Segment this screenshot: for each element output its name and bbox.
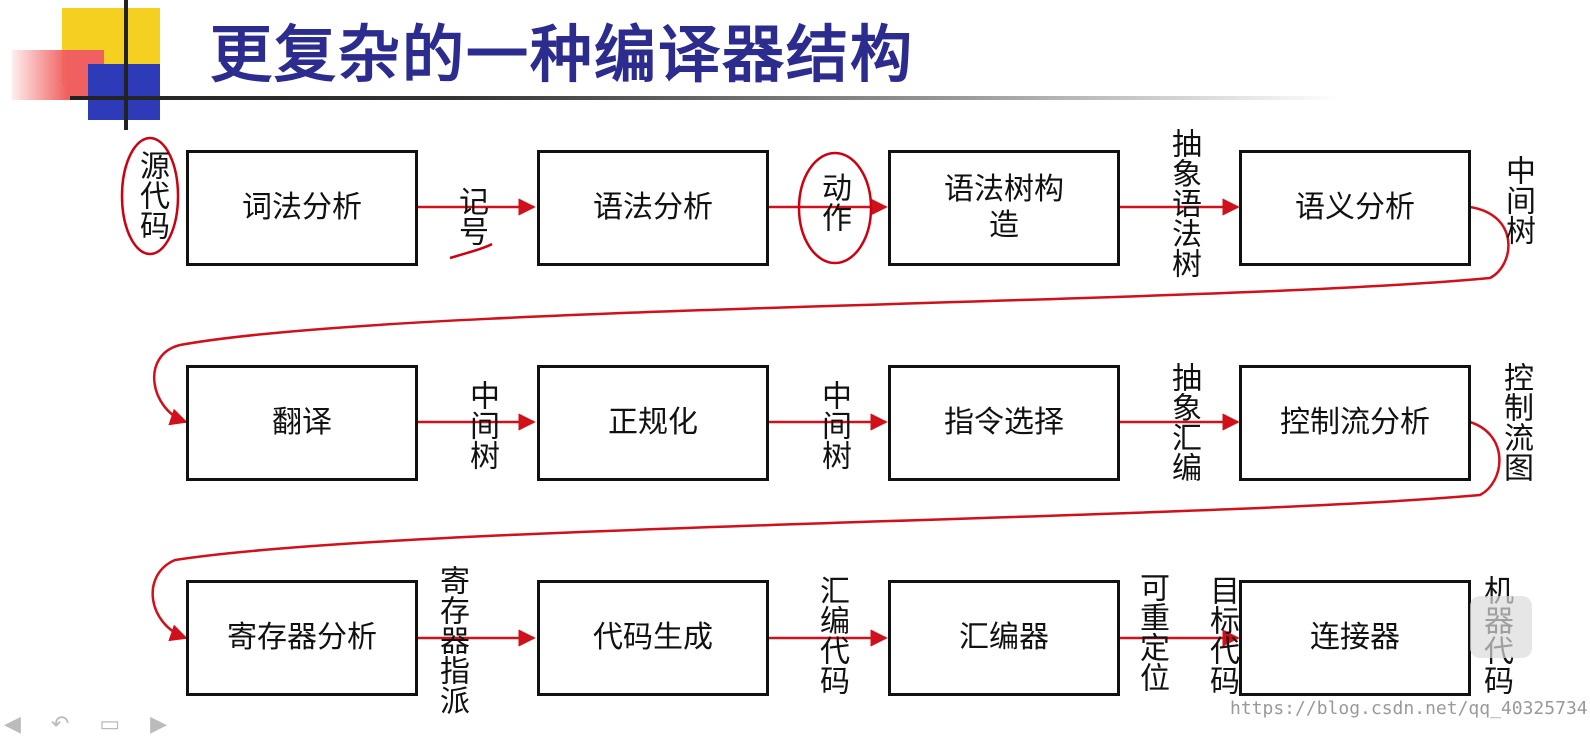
label-action: 动作 — [816, 172, 851, 232]
label-intermediate-tree-2: 中间树 — [464, 380, 499, 470]
box-register-analysis: 寄存器分析 — [186, 580, 418, 696]
label-control-flow-graph: 控制流图 — [1498, 362, 1533, 482]
box-syntax-analysis: 语法分析 — [537, 150, 769, 266]
annotation-circle-source — [120, 136, 180, 256]
label-register-assignment: 寄存器指派 — [434, 565, 469, 715]
slide-nav: ◀ ↶ ▭ ▶ — [4, 712, 224, 738]
label-abstract-assembly: 抽象汇编 — [1166, 362, 1201, 482]
label-relocatable: 可重定位 — [1134, 572, 1169, 692]
title-underline — [70, 96, 1340, 100]
watermark: https://blog.csdn.net/qq_40325734 — [1230, 698, 1588, 719]
box-code-generation: 代码生成 — [537, 580, 769, 696]
label-intermediate-tree-1: 中间树 — [1500, 155, 1535, 245]
label-object-code: 目标代码 — [1204, 575, 1239, 695]
box-syntax-tree-construction: 语法树构 造 — [888, 150, 1120, 266]
box-instruction-selection: 指令选择 — [888, 365, 1120, 481]
box-assembler: 汇编器 — [888, 580, 1120, 696]
box-control-flow-analysis: 控制流分析 — [1239, 365, 1471, 481]
label-intermediate-tree-3: 中间树 — [816, 380, 851, 470]
label-assembly-code: 汇编代码 — [814, 575, 849, 695]
label-abstract-syntax-tree: 抽象语法树 — [1166, 128, 1201, 278]
connector-row2-row3 — [151, 420, 1501, 642]
back-icon[interactable]: ↶ — [50, 712, 70, 737]
scroll-handle[interactable] — [1470, 596, 1532, 658]
next-icon[interactable]: ▶ — [150, 712, 168, 737]
label-source-code: 源代码 — [134, 150, 169, 240]
box-semantic-analysis: 语义分析 — [1239, 150, 1471, 266]
slide-title: 更复杂的一种编译器结构 — [210, 18, 915, 91]
box-translation: 翻译 — [186, 365, 418, 481]
decor-vertical-line — [124, 0, 128, 130]
label-token: 记号 — [453, 186, 488, 246]
annotation-tick-token — [449, 242, 493, 260]
connector-row1-row2 — [153, 205, 1510, 426]
box-canonicalization: 正规化 — [537, 365, 769, 481]
box-linker: 连接器 — [1239, 580, 1471, 696]
box-lexical-analysis: 词法分析 — [186, 150, 418, 266]
annotation-circle-action — [797, 151, 873, 265]
prev-icon[interactable]: ◀ — [4, 712, 21, 737]
menu-icon[interactable]: ▭ — [99, 712, 121, 737]
